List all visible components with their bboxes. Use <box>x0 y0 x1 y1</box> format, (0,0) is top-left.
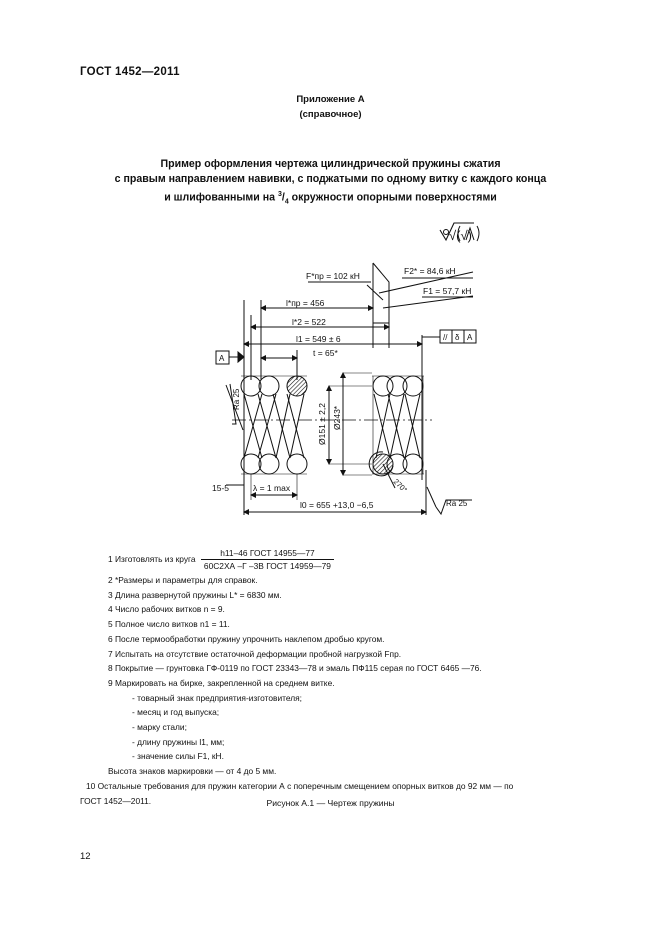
roughness-symbol <box>439 222 480 242</box>
datum-a <box>215 350 245 365</box>
inner-diameter-label: Ø151 ± 2,2 <box>317 403 327 445</box>
dim-15-label: 15-5 <box>212 483 229 493</box>
note-9-item: - марку стали; <box>132 722 187 733</box>
title-line-1: Пример оформления чертежа цилиндрической… <box>160 158 501 170</box>
ra-left-label: Ra 25 <box>232 388 241 410</box>
tol-sym-3: A <box>467 333 473 342</box>
roughness-text: √(√) <box>449 228 472 243</box>
note-6: 6 После термообработки пружину упрочнить… <box>108 633 385 644</box>
f2-label: F2* = 84,6 кН <box>404 266 456 276</box>
note-1-top: h11–46 ГОСТ 14955—77 <box>200 547 334 561</box>
note-1-fraction: h11–46 ГОСТ 14955—77 60С2ХА –Г –3В ГОСТ … <box>200 547 334 572</box>
notes-block: 1 Изготовлять из круга h11–46 ГОСТ 14955… <box>80 545 628 808</box>
note-9-item: - месяц и год выпуска; <box>132 707 220 718</box>
document-id: ГОСТ 1452—2011 <box>80 66 180 78</box>
marking-height: Высота знаков маркировки — от 4 до 5 мм. <box>108 766 277 777</box>
note-10-cont: ГОСТ 1452—2011. <box>80 795 152 806</box>
spring-drawing: √(√) F*пр = 102 кН F2* = 84,6 кН F1 = 57… <box>212 222 480 516</box>
angle-label: 270° <box>392 477 409 494</box>
appendix-subtitle: (справочное) <box>299 109 362 120</box>
l2-label: l*2 = 522 <box>292 317 326 327</box>
note-1-bottom: 60С2ХА –Г –3В ГОСТ 14959—79 <box>203 561 331 572</box>
note-7: 7 Испытать на отсутствие остаточной дефо… <box>108 648 402 659</box>
note-9-item: - значение силы F1, кН. <box>132 751 224 762</box>
lpr-label: l*пр = 456 <box>286 298 325 308</box>
note-5: 5 Полное число витков n1 = 11. <box>108 619 230 630</box>
note-10: 10 Остальные требования для пружин катег… <box>86 780 514 791</box>
title-fraction-den: 4 <box>284 198 289 206</box>
note-8: 8 Покрытие — грунтовка ГФ-0119 по ГОСТ 2… <box>108 663 482 674</box>
title-line-3-a: и шлифованными на <box>164 191 278 204</box>
spring-left-section <box>240 375 308 475</box>
f1-label: F1 = 57,7 кН <box>423 286 471 296</box>
l1-label: l1 = 549 ± 6 <box>296 334 341 344</box>
l0-label: l0 = 655 +13,0 −6,5 <box>300 500 374 510</box>
note-4: 4 Число рабочих витков n = 9. <box>108 604 225 615</box>
note-1: 1 Изготовлять из круга h11–46 ГОСТ 14955… <box>108 545 628 573</box>
figure-caption: Рисунок А.1 — Чертеж пружины <box>266 798 395 808</box>
ra-right-label: Ra 25 <box>446 499 468 508</box>
note-9-item: - товарный знак предприятия-изготовителя… <box>132 692 303 703</box>
lambda-label: λ = 1 max <box>253 483 291 493</box>
page-number: 12 <box>80 851 91 862</box>
note-9-item: - длину пружины l1, мм; <box>132 736 225 747</box>
title-line-3-b: окружности опорными поверхностями <box>288 191 497 204</box>
note-3: 3 Длина развернутой пружины L* = 6830 мм… <box>108 589 282 600</box>
tolerance-frame <box>422 329 477 344</box>
spring-right-section <box>372 375 424 475</box>
datum-label: A <box>219 354 225 363</box>
fpr-label: F*пр = 102 кН <box>306 271 360 281</box>
appendix-title: Приложение А <box>296 94 365 105</box>
title-fraction-num: 3 <box>277 191 282 198</box>
outer-diameter-label: Ø243* <box>332 405 342 430</box>
title-line-3: и шлифованными на 3/4 окружности опорным… <box>164 191 497 206</box>
tol-sym-2: δ <box>455 333 460 342</box>
note-2: 2 *Размеры и параметры для справок. <box>108 575 258 585</box>
title-line-2: с правым направлением навивки, с поджаты… <box>114 173 547 185</box>
note-1-prefix: 1 Изготовлять из круга <box>108 554 196 564</box>
note-9: 9 Маркировать на бирке, закрепленной на … <box>108 677 335 688</box>
tol-sym-1: // <box>443 333 448 342</box>
pitch-label: t = 65* <box>313 348 339 358</box>
